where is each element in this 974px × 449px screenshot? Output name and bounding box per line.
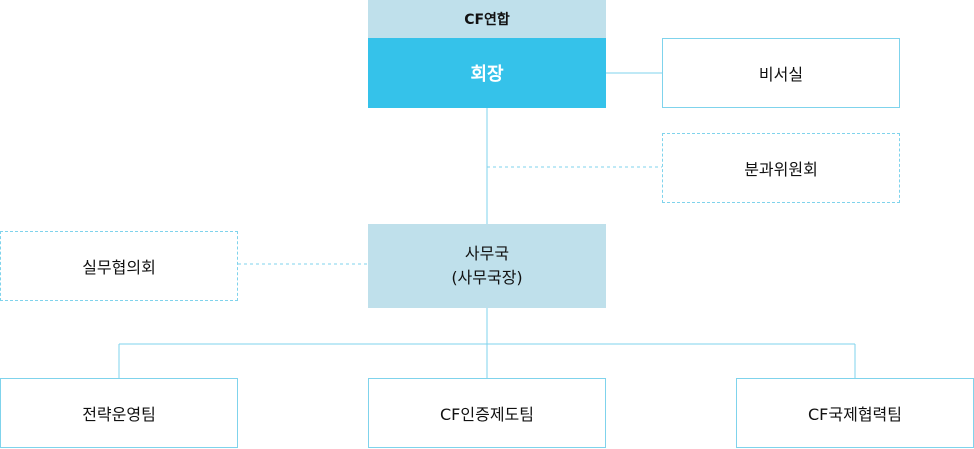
council-label: 실무협의회 [82,258,156,277]
committee-box: 분과위원회 [662,133,900,203]
org-header-label: CF연합 [464,12,510,28]
team-strategy-box: 전략운영팀 [0,378,238,448]
team-international-box: CF국제협력팀 [736,378,974,448]
secretary-box: 비서실 [662,38,900,108]
office-label: 사무국 [464,244,510,263]
org-header: CF연합 [368,0,606,38]
team-certification-label: CF인증제도팀 [440,405,534,424]
committee-label: 분과위원회 [744,160,818,179]
team-certification-box: CF인증제도팀 [368,378,606,448]
ceo-label: 회장 [470,64,504,85]
secretary-label: 비서실 [758,65,804,84]
ceo-box: 회장 [368,38,606,108]
office-head-label: (사무국장) [451,268,523,287]
office-box: 사무국 (사무국장) [368,224,606,308]
team-international-label: CF국제협력팀 [808,405,902,424]
team-strategy-label: 전략운영팀 [82,405,156,424]
council-box: 실무협의회 [0,231,238,301]
